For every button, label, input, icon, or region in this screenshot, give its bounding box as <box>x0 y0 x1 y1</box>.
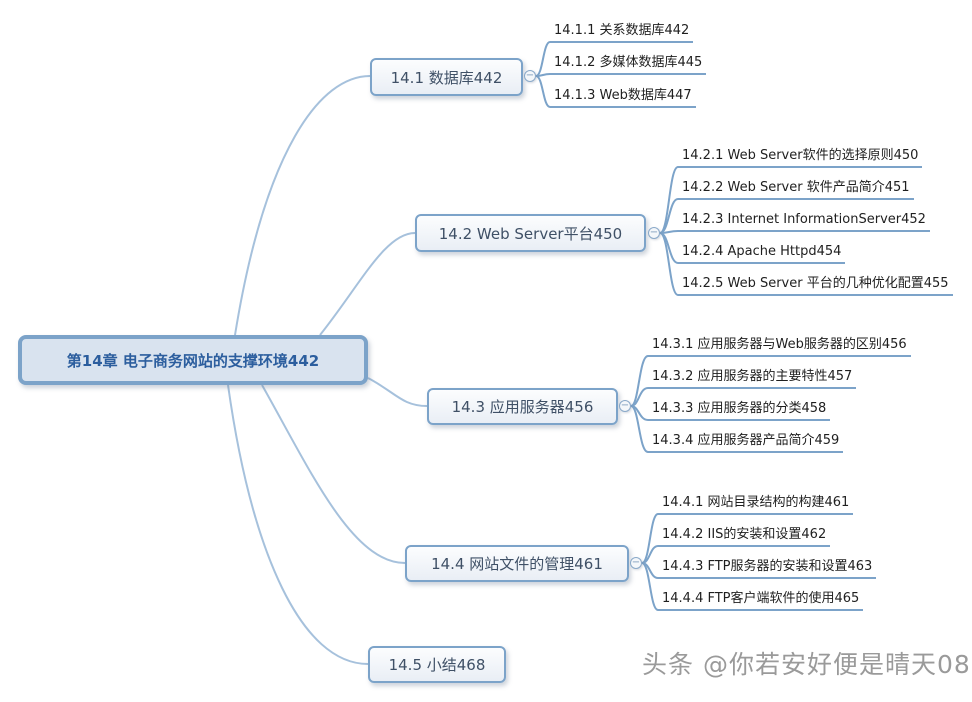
connector-14-4-child-4 <box>641 562 659 611</box>
subtopic-14-3-2[interactable]: 14.3.2 应用服务器的主要特性457 <box>648 367 857 389</box>
minus-icon: − <box>525 69 535 81</box>
topic-label: 14.3 应用服务器456 <box>451 398 594 416</box>
subtopic-14-4-4[interactable]: 14.4.4 FTP客户端软件的使用465 <box>658 589 864 611</box>
subtopic-14-2-3[interactable]: 14.2.3 Internet InformationServer452 <box>678 210 930 232</box>
connector-root-to-14-2 <box>319 232 416 336</box>
subtopic-14-2-1[interactable]: 14.2.1 Web Server软件的选择原则450 <box>678 146 923 168</box>
connector-14-2-child-5 <box>659 232 679 296</box>
minus-icon: − <box>649 226 659 238</box>
topic-14-5[interactable]: 14.5 小结468 <box>368 646 506 683</box>
subtopic-14-3-4[interactable]: 14.3.4 应用服务器产品简介459 <box>648 431 844 453</box>
topic-label: 14.2 Web Server平台450 <box>438 224 623 243</box>
subtopic-14-3-3[interactable]: 14.3.3 应用服务器的分类458 <box>648 399 831 421</box>
root-topic[interactable]: 第14章 电子商务网站的支撑环境442 <box>18 335 368 385</box>
connector-root-to-14-5 <box>227 384 369 665</box>
topic-14-1[interactable]: 14.1 数据库442 <box>370 58 523 96</box>
topic-14-4[interactable]: 14.4 网站文件的管理461 <box>405 545 629 582</box>
connector-root-to-14-3 <box>367 377 428 407</box>
subtopic-14-2-2[interactable]: 14.2.2 Web Server 软件产品简介451 <box>678 178 914 200</box>
collapse-toggle-14-1[interactable]: − <box>524 70 536 82</box>
topic-label: 14.4 网站文件的管理461 <box>431 555 603 573</box>
collapse-toggle-14-4[interactable]: − <box>630 557 642 569</box>
connector-root-to-14-4 <box>261 384 406 564</box>
connector-14-3-child-4 <box>630 405 649 453</box>
connector-root-to-14-1 <box>234 75 371 336</box>
subtopic-14-4-1[interactable]: 14.4.1 网站目录结构的构建461 <box>658 493 854 515</box>
connector-14-1-child-3 <box>535 75 551 108</box>
topic-14-2[interactable]: 14.2 Web Server平台450 <box>415 214 646 252</box>
connector-14-1-child-1 <box>535 41 551 77</box>
subtopic-14-4-2[interactable]: 14.4.2 IIS的安装和设置462 <box>658 525 831 547</box>
minus-icon: − <box>631 556 641 568</box>
watermark-text: 头条 @你若安好便是晴天08 <box>642 650 971 679</box>
topic-label: 14.1 数据库442 <box>390 68 503 87</box>
subtopic-14-3-1[interactable]: 14.3.1 应用服务器与Web服务器的区别456 <box>648 335 911 357</box>
collapse-toggle-14-2[interactable]: − <box>648 227 660 239</box>
collapse-toggle-14-3[interactable]: − <box>619 400 631 412</box>
subtopic-14-2-5[interactable]: 14.2.5 Web Server 平台的几种优化配置455 <box>678 274 953 296</box>
root-topic-label: 第14章 电子商务网站的支撑环境442 <box>66 351 320 370</box>
subtopic-14-2-4[interactable]: 14.2.4 Apache Httpd454 <box>678 242 846 264</box>
subtopic-14-1-1[interactable]: 14.1.1 关系数据库442 <box>550 21 694 43</box>
minus-icon: − <box>620 399 630 411</box>
subtopic-14-1-3[interactable]: 14.1.3 Web数据库447 <box>550 86 696 108</box>
topic-14-3[interactable]: 14.3 应用服务器456 <box>427 388 618 425</box>
subtopic-14-1-2[interactable]: 14.1.2 多媒体数据库445 <box>550 53 707 75</box>
topic-label: 14.5 小结468 <box>388 656 486 674</box>
subtopic-14-4-3[interactable]: 14.4.3 FTP服务器的安装和设置463 <box>658 557 877 579</box>
